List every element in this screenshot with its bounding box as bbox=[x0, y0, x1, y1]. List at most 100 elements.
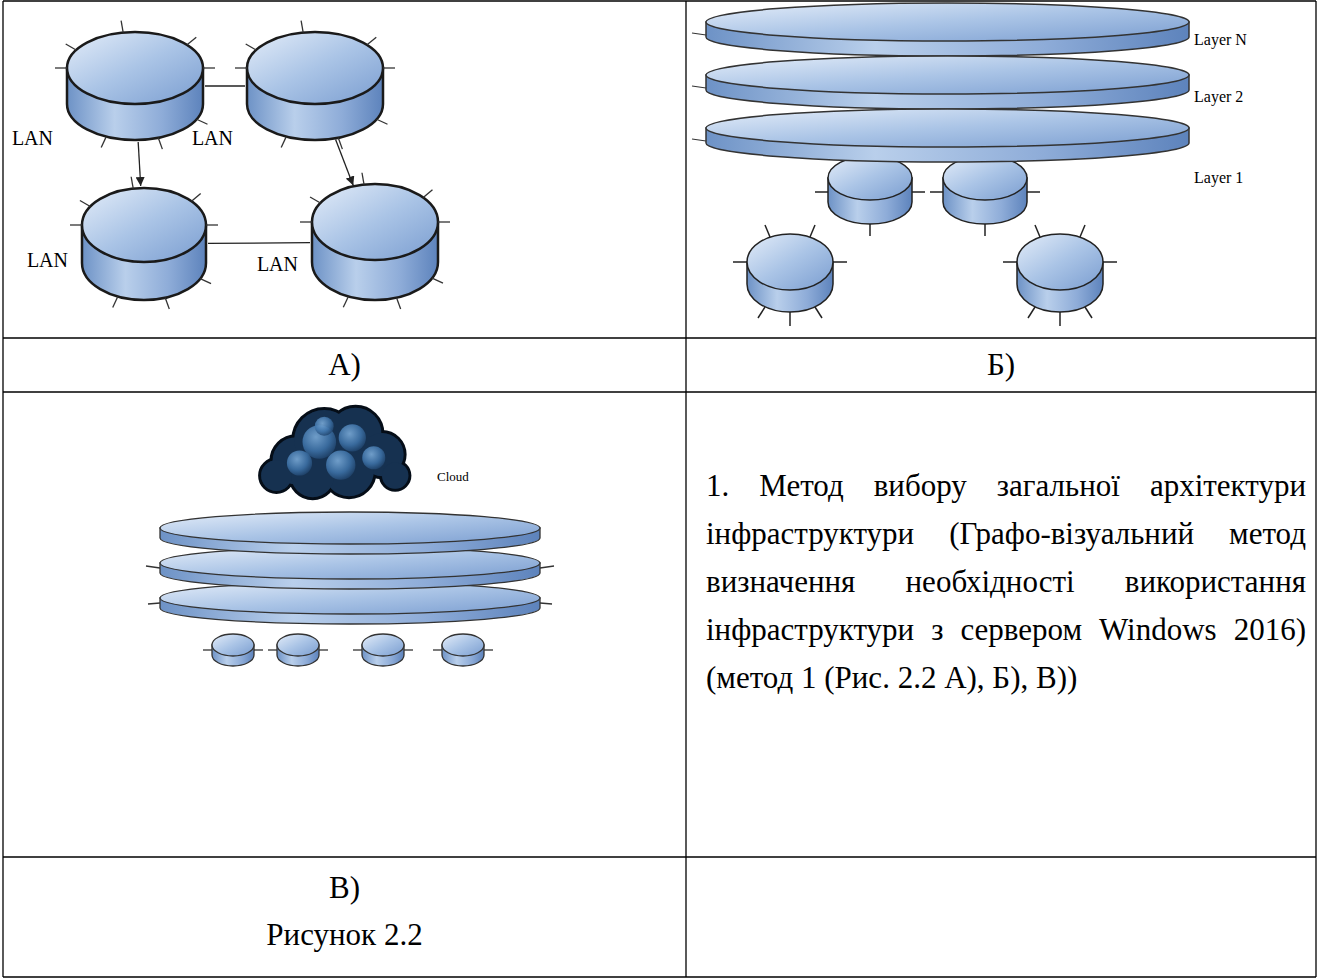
cyl-shape bbox=[245, 30, 385, 142]
port-tick bbox=[197, 119, 208, 124]
cell-holder: Б) bbox=[686, 340, 1316, 390]
port-tick bbox=[101, 137, 106, 148]
cloud-layer-stack bbox=[433, 649, 442, 650]
cloud-layer-stack bbox=[203, 649, 212, 650]
port-tick bbox=[131, 177, 133, 189]
lan-disks-small bbox=[833, 261, 847, 263]
cloud-highlight bbox=[315, 417, 334, 436]
port-tick bbox=[432, 278, 443, 283]
table-grid bbox=[1315, 1, 1316, 977]
lan-label: LAN bbox=[27, 250, 68, 270]
figure-caption: Рисунок 2.2 bbox=[3, 910, 686, 960]
subfigure-letter: Б) bbox=[686, 340, 1316, 390]
table-grid bbox=[685, 1, 686, 977]
cloud-layer-stack bbox=[146, 512, 554, 666]
node-label-holder: LAN bbox=[257, 254, 298, 274]
lan-label: LAN bbox=[12, 128, 53, 148]
node-label-holder: Layer 1 bbox=[1194, 170, 1243, 186]
node-label-holder: Cloud bbox=[437, 470, 469, 483]
cloud-layer-stack bbox=[319, 649, 328, 650]
network-link bbox=[336, 140, 354, 186]
cyl-node: LAN bbox=[310, 182, 440, 302]
layer-label: Layer 2 bbox=[1194, 89, 1243, 105]
port-tick bbox=[343, 296, 348, 307]
lan-disks-small bbox=[1003, 261, 1017, 263]
layer-top bbox=[706, 56, 1189, 94]
port-tick bbox=[158, 138, 162, 149]
cyl-node: LAN bbox=[80, 186, 208, 302]
port-tick bbox=[423, 190, 432, 198]
port-tick bbox=[301, 21, 303, 33]
cloud-node: Cloud bbox=[250, 400, 415, 505]
cloud-layer-stack bbox=[540, 566, 554, 568]
lan-label: LAN bbox=[257, 254, 298, 274]
hanging-disks bbox=[912, 191, 925, 193]
table-grid bbox=[2, 1, 3, 977]
hanging-disks bbox=[930, 191, 943, 193]
subfigure-letter: В) bbox=[3, 863, 686, 913]
cloud-layer-stack bbox=[540, 603, 552, 604]
port-tick bbox=[281, 137, 286, 148]
port-tick bbox=[66, 44, 76, 50]
network-link bbox=[205, 85, 245, 86]
node-label-holder: Layer N bbox=[1194, 32, 1247, 48]
port-tick bbox=[203, 67, 215, 68]
port-tick bbox=[383, 67, 395, 68]
layer-top bbox=[706, 109, 1189, 147]
lan-disks-small bbox=[1017, 234, 1103, 290]
table-grid bbox=[3, 391, 1316, 392]
disk-top bbox=[312, 184, 438, 260]
port-tick bbox=[367, 37, 376, 45]
lan-disks-small bbox=[1035, 225, 1040, 237]
lan-disks-small bbox=[758, 307, 765, 318]
layer-shape bbox=[705, 108, 1190, 164]
node-label-holder: Layer 2 bbox=[1194, 89, 1243, 105]
layer-shape bbox=[705, 2, 1190, 58]
port-tick bbox=[55, 67, 67, 68]
lan-disks-small bbox=[765, 225, 770, 237]
cloud-layer-stack bbox=[268, 649, 277, 650]
port-tick bbox=[206, 224, 218, 225]
node-label-holder: LAN bbox=[192, 128, 233, 148]
cloud-highlight bbox=[326, 450, 355, 479]
disk-top bbox=[247, 32, 383, 104]
hanging-disks bbox=[828, 156, 912, 200]
lan-disks-small bbox=[1059, 312, 1061, 326]
layer-label: Layer N bbox=[1194, 32, 1247, 48]
lan-disks-small bbox=[747, 234, 833, 290]
cloud-layer-stack bbox=[160, 512, 540, 544]
port-tick bbox=[397, 298, 401, 309]
cell-holder: 1. Метод вибору загальної архітектури ін… bbox=[706, 462, 1306, 702]
lan-disks-small bbox=[733, 225, 1117, 326]
hanging-disks bbox=[869, 224, 871, 236]
port-tick bbox=[121, 21, 123, 33]
layer-node: Layer N bbox=[705, 2, 1190, 58]
cloud-highlight bbox=[362, 446, 385, 469]
port-tick bbox=[70, 224, 82, 225]
cloud-label: Cloud bbox=[437, 470, 469, 483]
port-tick bbox=[246, 44, 256, 50]
node-label-holder: LAN bbox=[27, 250, 68, 270]
cloud-highlight bbox=[339, 424, 366, 451]
cell-holder: В) bbox=[3, 863, 686, 913]
port-tick bbox=[338, 138, 342, 149]
cell-paragraph: 1. Метод вибору загальної архітектури ін… bbox=[706, 462, 1306, 702]
cloud-body bbox=[382, 462, 408, 488]
hanging-disks bbox=[815, 156, 1040, 236]
cloud-highlight bbox=[287, 450, 312, 475]
table-grid bbox=[3, 976, 1316, 977]
network-link bbox=[138, 142, 141, 186]
lan-disks-small bbox=[1085, 307, 1092, 318]
port-tick bbox=[362, 173, 364, 185]
cyl-node: LAN bbox=[245, 30, 385, 142]
port-tick bbox=[310, 197, 320, 203]
lan-disks-small bbox=[1028, 307, 1035, 318]
hanging-disks bbox=[815, 191, 828, 193]
lan-disks-small bbox=[1080, 225, 1085, 237]
cyl-node: LAN bbox=[65, 30, 205, 142]
cloud-layer-stack bbox=[353, 649, 362, 650]
port-tick bbox=[165, 298, 169, 309]
port-tick bbox=[235, 67, 247, 68]
cyl-shape bbox=[65, 30, 205, 142]
